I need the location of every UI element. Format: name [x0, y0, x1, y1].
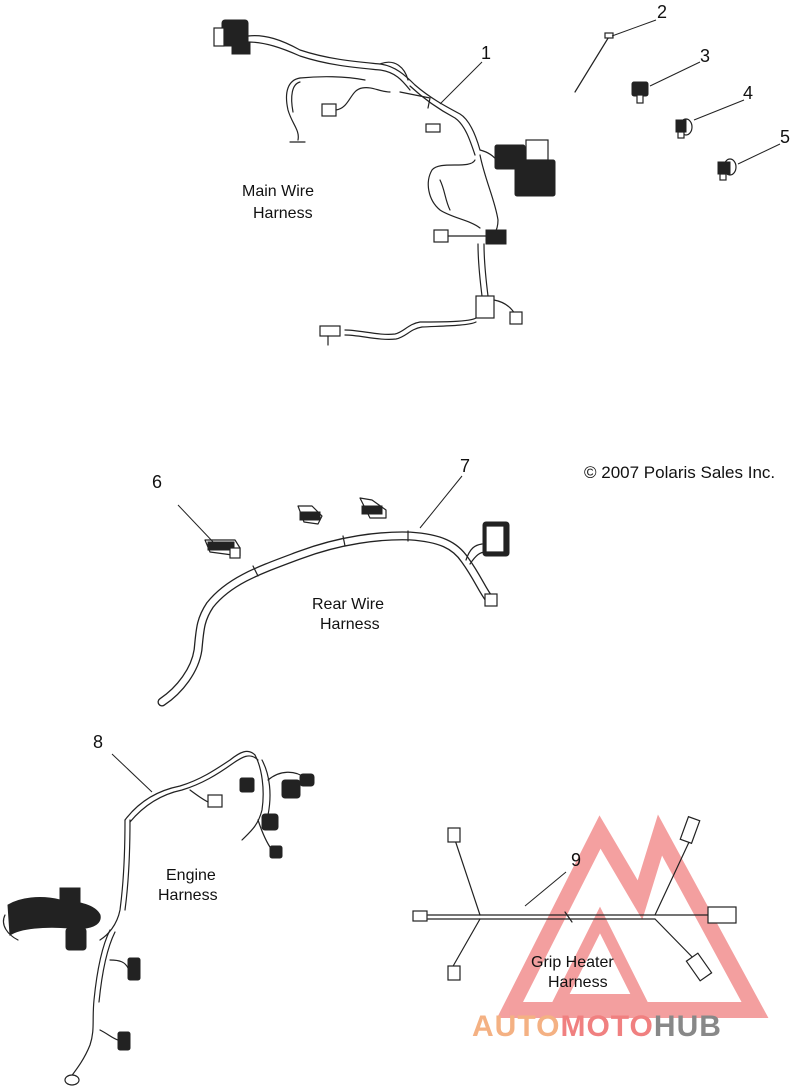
main-harness-label-line1: Main Wire	[242, 183, 314, 200]
callout-4: 4	[743, 83, 753, 103]
rear-wire-harness	[157, 497, 510, 707]
rear-harness-label-line2: Harness	[320, 616, 380, 633]
callout-5: 5	[780, 127, 790, 147]
item-6-connector	[204, 539, 241, 559]
callout-6: 6	[152, 472, 162, 492]
watermark-logo-icon	[496, 814, 769, 1018]
callout-8: 8	[93, 732, 103, 752]
watermark-text-moto: MOTO	[560, 1010, 653, 1043]
callout-9: 9	[571, 850, 581, 870]
engine-harness-label-line2: Harness	[158, 887, 218, 904]
grip-harness-label-line2: Harness	[548, 974, 608, 991]
engine-harness	[2, 750, 315, 1086]
callout-7: 7	[460, 456, 470, 476]
item-3-sensor-connector	[631, 81, 649, 104]
watermark-text-hub: HUB	[654, 1010, 722, 1043]
grip-harness-label-line1: Grip Heater	[531, 954, 614, 971]
callout-1: 1	[481, 43, 491, 63]
leader-lines	[111, 19, 781, 907]
main-harness-label-line2: Harness	[253, 205, 313, 222]
grip-heater-harness	[412, 815, 737, 982]
copyright-notice: © 2007 Polaris Sales Inc.	[584, 463, 775, 482]
item-2-terminal-pin	[574, 32, 614, 93]
engine-harness-label-line1: Engine	[166, 867, 216, 884]
rear-harness-label-line1: Rear Wire	[312, 596, 384, 613]
watermark-text-auto: AUTO	[472, 1010, 560, 1043]
callout-3: 3	[700, 46, 710, 66]
callout-2: 2	[657, 2, 667, 22]
item-5-socket	[717, 158, 737, 181]
item-4-socket	[675, 118, 693, 139]
watermark-text: AUTOMOTOHUB	[472, 1010, 722, 1043]
main-wire-harness	[213, 19, 556, 346]
